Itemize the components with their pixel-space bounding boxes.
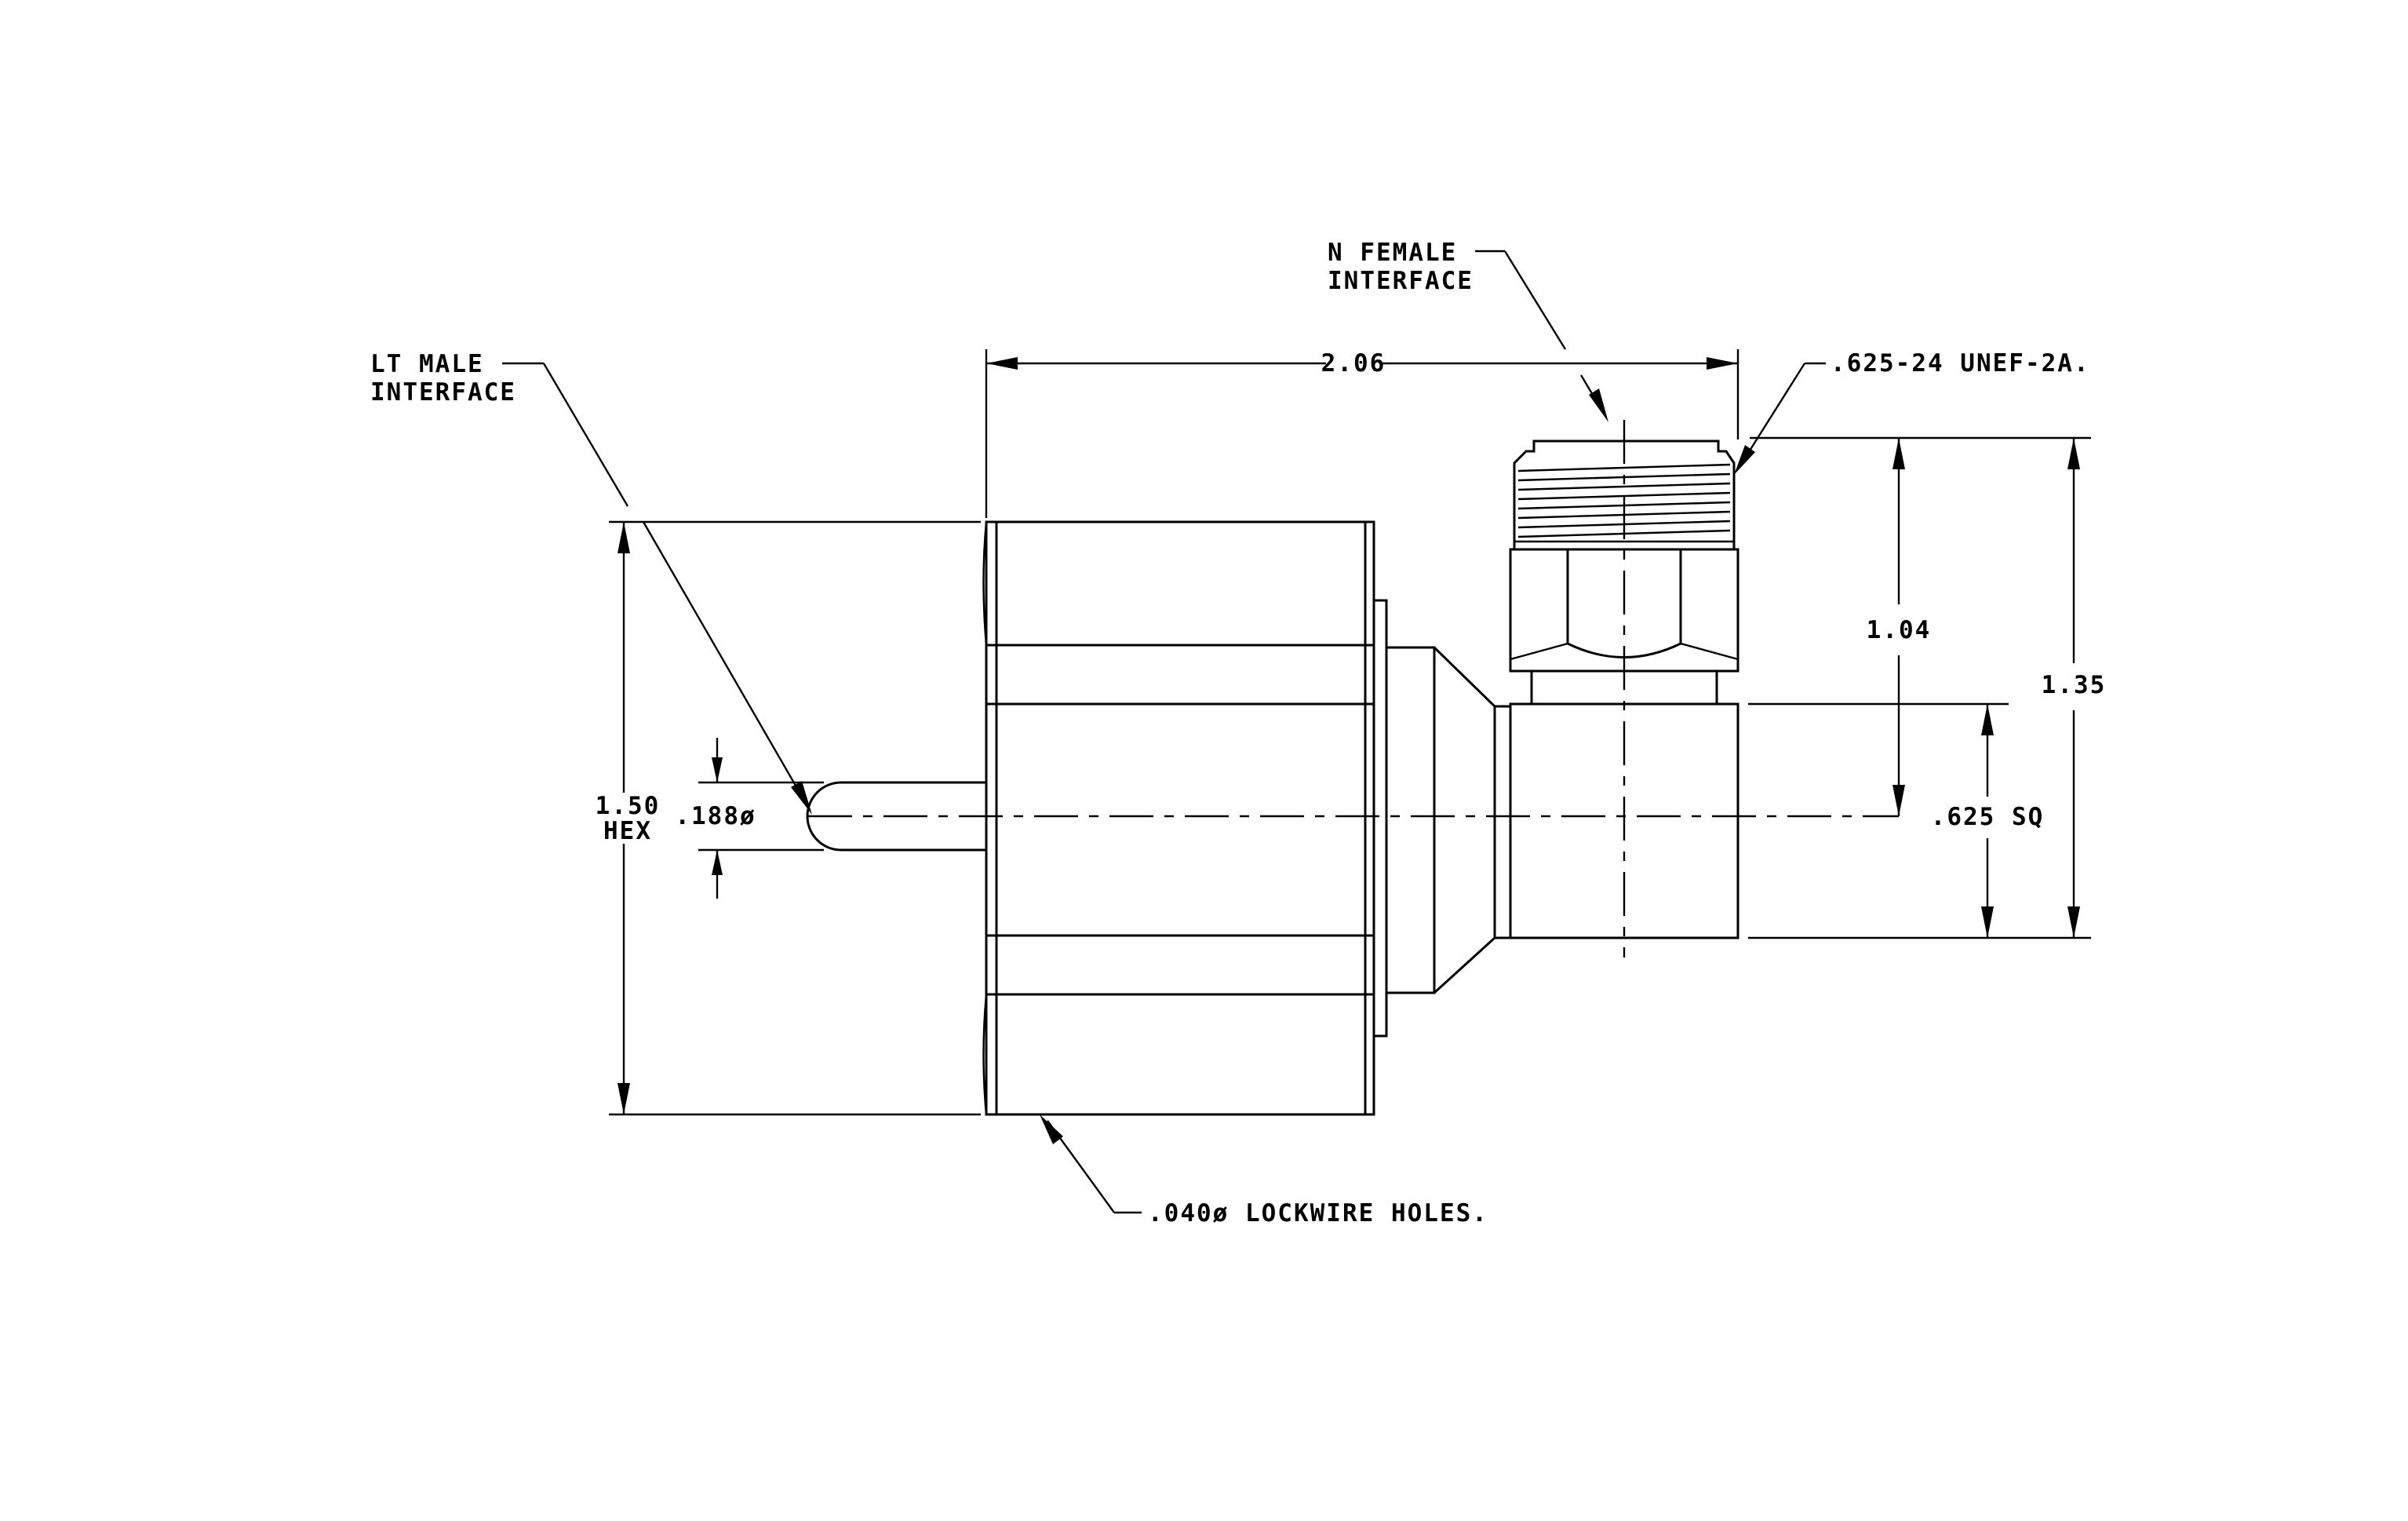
dim-square (1748, 702, 2009, 938)
dim-hex-label: HEX (603, 817, 652, 845)
dim-hex-size-label: 1.50 (596, 792, 661, 820)
n-female-label-line2: INTERFACE (1328, 267, 1474, 295)
lt-male-label-line1: LT MALE (370, 350, 484, 378)
n-female-label-line1: N FEMALE (1328, 239, 1457, 267)
dim-pin-diameter-label: .188ø (675, 802, 756, 830)
lt-male-label-line2: INTERFACE (370, 378, 516, 407)
leader-thread (1734, 362, 1826, 475)
flange (1372, 599, 1388, 1038)
leader-lockwire (1040, 1114, 1142, 1214)
dim-overall-length (985, 349, 1740, 518)
dim-height-to-axis (1750, 436, 1930, 816)
leader-n-female (1475, 250, 1608, 422)
hex-body (982, 520, 1375, 1116)
cone-transition (1385, 646, 1512, 994)
dim-2-06-label: 2.06 (1321, 349, 1386, 378)
dim-pin-diameter (698, 738, 824, 899)
dim-hex (609, 520, 981, 1116)
lockwire-label: .040ø LOCKWIRE HOLES. (1148, 1199, 1488, 1227)
dim-square-label: .625 SQ (1931, 803, 2045, 831)
n-female-nut (1509, 548, 1740, 706)
thread-spec-label: .625-24 UNEF-2A. (1831, 349, 2090, 378)
dim-1-35-label: 1.35 (2042, 671, 2107, 699)
dim-overall-height (1748, 436, 2091, 939)
lt-male-pin (806, 781, 988, 852)
leader-lt-male (502, 362, 812, 815)
center-lines (808, 420, 1899, 957)
dim-1-04-label: 1.04 (1867, 616, 1932, 644)
